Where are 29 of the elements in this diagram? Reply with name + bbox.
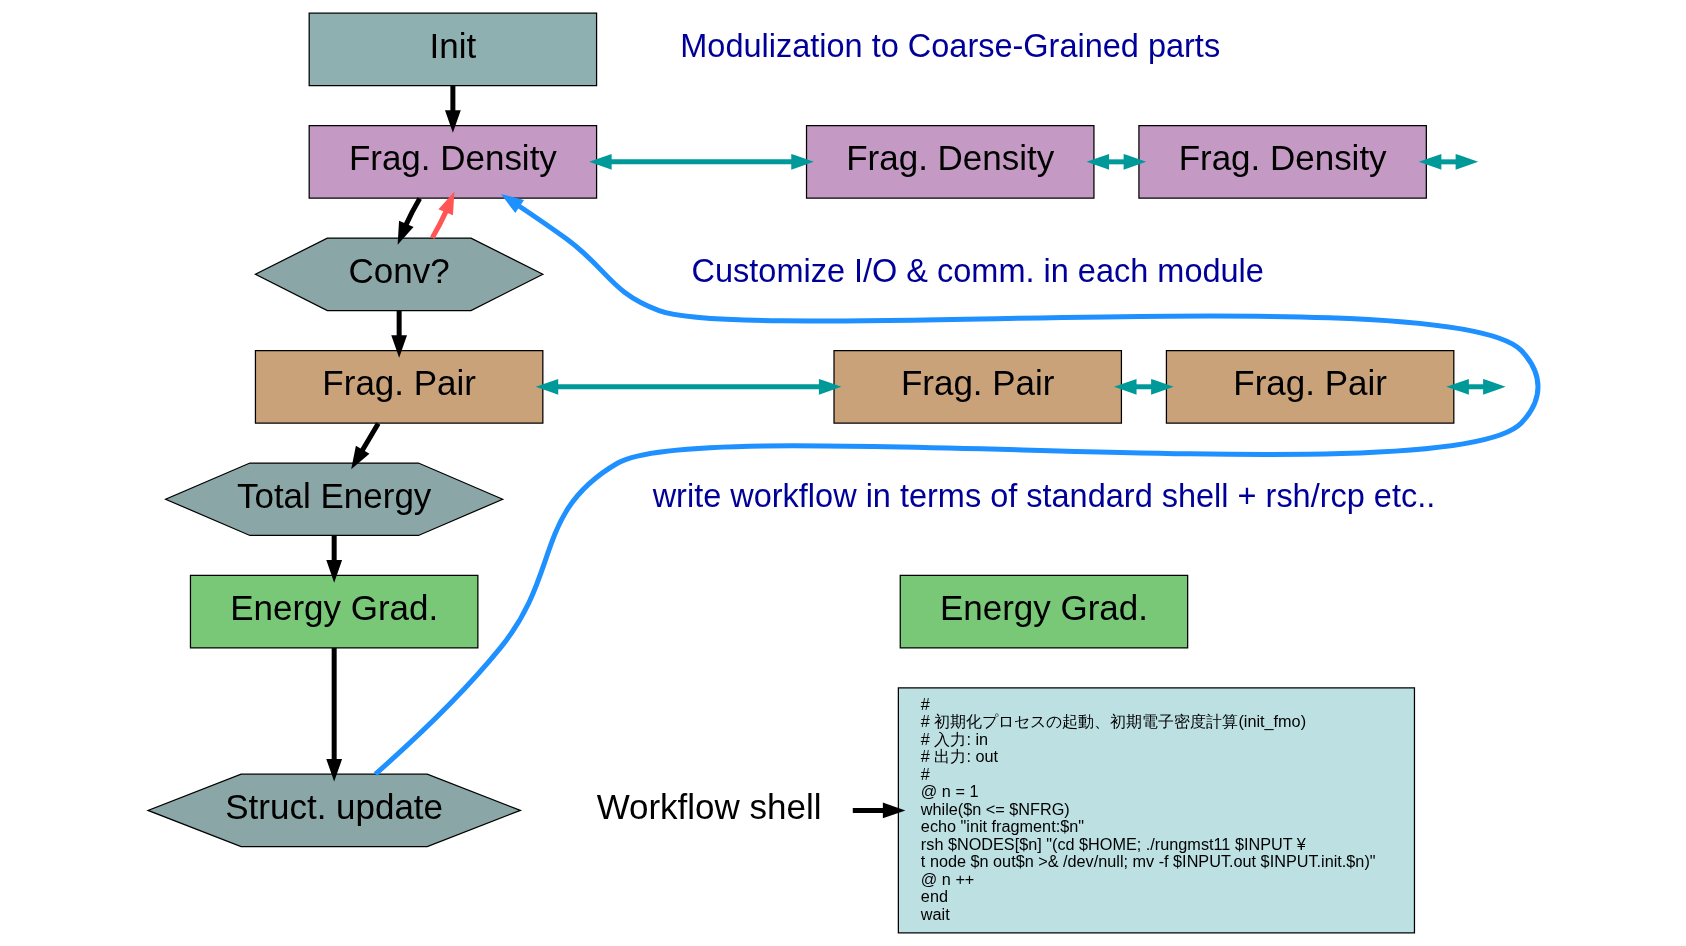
node-box: Frag. Density [308,125,598,199]
arrow [589,153,814,170]
label: Customize I/O & comm. in each module [691,253,1264,290]
node-box: Frag. Pair [1165,349,1455,424]
label: Modulization to Coarse-Grained parts [680,28,1221,65]
arrow [1113,378,1174,395]
node-box: Init [308,12,598,87]
node-box: Frag. Density [805,125,1095,199]
label: write workflow in terms of standard shell + rsh/rcp etc.. [652,478,1436,515]
arrow [373,194,1540,776]
arrow [326,648,343,782]
arrow [430,191,455,239]
node-box: Energy Grad. [899,574,1189,649]
arrow [351,422,381,470]
arrow [1418,153,1479,170]
arrow [391,310,408,358]
arrow [535,378,842,395]
node-box: Frag. Pair [254,349,544,424]
node-box: Frag. Density [1138,125,1427,199]
node-box: Frag. Pair [833,349,1123,424]
node-box: Energy Grad. [189,574,479,649]
arrow [326,535,343,583]
arrow [1446,378,1506,395]
arrow [852,802,906,819]
arrow [397,197,422,245]
node-text: Workflow shell [596,787,822,827]
arrow [445,86,461,133]
arrow [1086,153,1147,170]
node-box: # # 初期化プロセスの起動、初期電子密度計算(init_fmo) # 入力: in # 出力: out # @ n = 1 while($n <= $NFRG) echo "init fragment:$n" rsh $NODES[$n] "(cd $HOME; ./rungmst11 $INPUT ¥ t node $n out$n >& /dev/null; mv -f $INPUT.out $INPUT.init.$n)" @ n ++ end wait [897,687,1416,934]
